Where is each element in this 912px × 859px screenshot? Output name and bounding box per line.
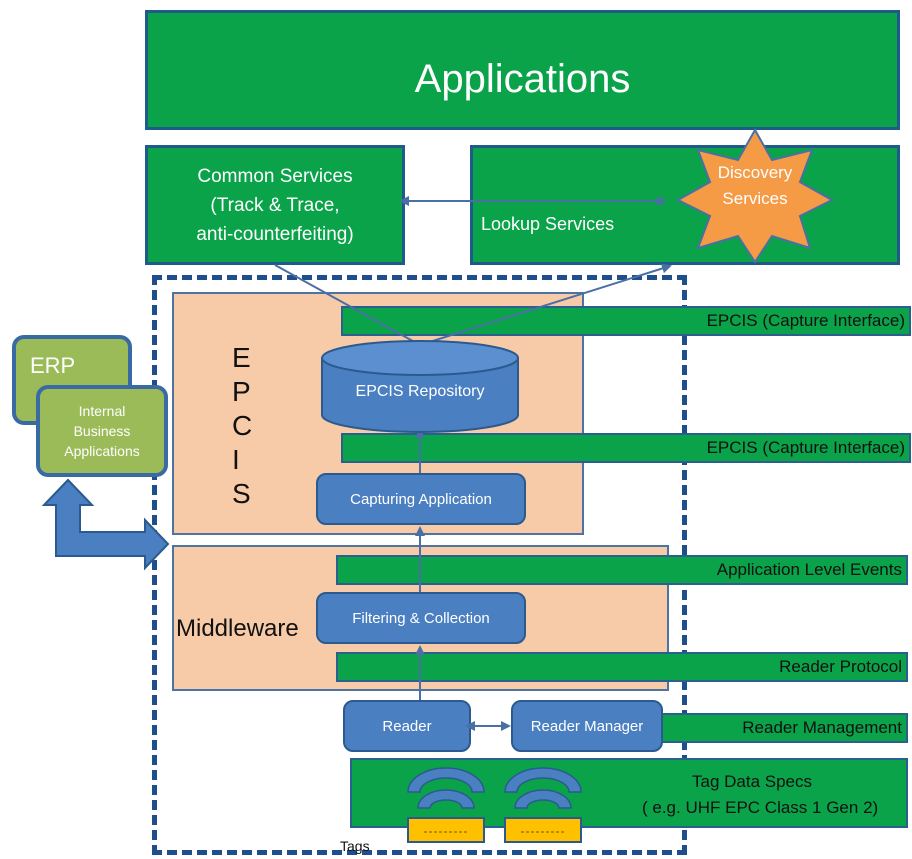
tag-data-specs-line-1: Tag Data Specs [692,772,813,791]
common-services-line-3: anti-counterfeiting) [196,223,354,245]
discovery-services-star [675,127,835,264]
epcis-capture-interface-top-label: EPCIS (Capture Interface) [706,311,905,330]
reader-box: Reader [343,700,471,752]
discovery-services-line-2: Services [722,189,788,208]
reader-protocol-bar: Reader Protocol [336,652,908,682]
epcis-capture-interface-bottom-bar: EPCIS (Capture Interface) [341,433,911,463]
tag-data-specs-line-2: ( e.g. UHF EPC Class 1 Gen 2) [642,798,879,817]
epcis-letter-e: E [232,342,251,373]
application-level-events-bar: Application Level Events [336,555,908,585]
reader-manager-label: Reader Manager [530,717,644,735]
tag-left [407,817,485,843]
repo-to-common-line [274,264,421,346]
filtering-collection-box: Filtering & Collection [316,592,526,644]
internal-business-applications-box: Internal Business Applications [36,385,168,477]
common-services-box: Common Services (Track & Trace, anti-cou… [145,145,405,265]
internal-business-line-3: Applications [64,443,140,459]
epcis-repository-cylinder [321,340,519,433]
repo-to-discovery-line [419,263,672,346]
tag-right [504,817,582,843]
erp-label: ERP [30,353,76,378]
middleware-label: Middleware [176,615,299,642]
epcis-letter-p: P [232,376,251,407]
common-services-line-2: (Track & Trace, [210,194,340,216]
filtering-collection-label: Filtering & Collection [352,609,490,627]
reader-management-label: Reader Management [742,718,902,737]
internal-business-line-2: Business [73,423,131,439]
erp-middleware-arrow [41,478,170,571]
common-services-line-1: Common Services [197,165,353,187]
applications-label: Applications [414,57,631,101]
discovery-services-label: Discovery Services [700,160,810,212]
epcis-letter-c: C [232,410,253,441]
tag-antenna-right [504,767,582,809]
internal-business-line-1: Internal [78,403,126,419]
epcis-letter-i: I [232,444,240,475]
tags-label: Tags [340,838,370,854]
epcis-capture-interface-top-bar: EPCIS (Capture Interface) [341,306,911,336]
capturing-application-label: Capturing Application [350,490,492,508]
application-level-events-label: Application Level Events [716,560,902,579]
lookup-services-label: Lookup Services [481,214,615,234]
tag-antenna-left [407,767,485,809]
epcis-repository-label: EPCIS Repository [355,383,485,400]
reader-manager-box: Reader Manager [511,700,663,752]
reader-protocol-label: Reader Protocol [779,657,902,676]
reader-management-bar: Reader Management [660,713,908,743]
reader-label: Reader [382,717,432,735]
capturing-application-box: Capturing Application [316,473,526,525]
lookup-services-box: Lookup Services [470,145,900,265]
applications-box: Applications [145,10,900,130]
discovery-services-line-1: Discovery [717,163,793,182]
epcis-capture-interface-bottom-label: EPCIS (Capture Interface) [706,438,905,457]
epcis-letter-s: S [232,478,251,509]
